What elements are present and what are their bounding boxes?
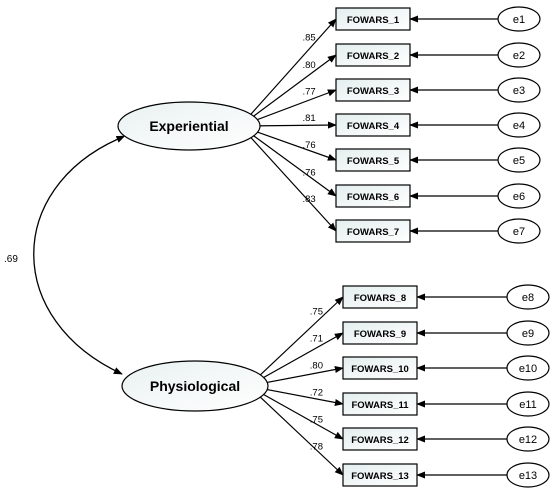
error-term-10-label: e10 (519, 363, 537, 375)
indicator-label-9: FOWARS_9 (354, 329, 406, 340)
error-term-2-label: e2 (513, 50, 525, 62)
loading-arrow-4 (247, 121, 337, 129)
loading-arrow-9 (255, 332, 344, 383)
indicator-label-5: FOWARS_5 (347, 156, 400, 167)
error-term-8-ellipse (506, 284, 550, 310)
loading-label-4: .81 (303, 113, 316, 124)
indicator-box-4 (335, 113, 411, 137)
loading-arrow-7 (247, 133, 337, 232)
covariance-label: .69 (4, 254, 18, 265)
indicator-box-10 (342, 356, 418, 380)
indicator-box-8 (342, 285, 418, 309)
loading-arrow-5 (247, 128, 337, 161)
loading-arrow-12 (255, 389, 344, 440)
error-term-6-label: e6 (513, 191, 525, 203)
latent-experiential-ellipse (117, 101, 261, 151)
indicator-box-13 (342, 463, 418, 487)
indicator-box-7 (335, 219, 411, 243)
loading-label-7: .83 (303, 194, 316, 205)
loading-arrow-8 (255, 296, 344, 380)
loading-label-12: .75 (310, 414, 323, 425)
error-term-7-ellipse (497, 218, 541, 244)
error-term-12-ellipse (506, 426, 550, 452)
error-term-11-ellipse (506, 391, 550, 417)
indicator-label-3: FOWARS_3 (347, 86, 399, 97)
loading-arrow-6 (247, 131, 337, 197)
error-term-4-label: e4 (513, 120, 525, 132)
error-term-11-label: e11 (519, 399, 537, 411)
error-term-1-ellipse (497, 6, 541, 32)
loading-label-5: .76 (303, 140, 316, 151)
indicator-box-11 (342, 392, 418, 416)
indicator-box-9 (342, 321, 418, 345)
latent-experiential-label: Experiential (149, 118, 228, 134)
error-term-3-label: e3 (513, 85, 525, 97)
indicator-label-11: FOWARS_11 (351, 400, 409, 411)
loading-label-13: .78 (310, 442, 323, 453)
indicator-box-1 (335, 7, 411, 31)
indicator-label-13: FOWARS_13 (351, 471, 409, 482)
indicator-label-6: FOWARS_6 (347, 192, 399, 203)
loading-label-9: .71 (310, 334, 323, 345)
loading-label-8: .75 (310, 306, 323, 317)
error-term-5-label: e5 (513, 155, 525, 167)
error-term-3-ellipse (497, 77, 541, 103)
error-term-7-label: e7 (513, 226, 525, 238)
loading-label-3: .77 (303, 87, 316, 98)
loading-label-2: .80 (303, 60, 316, 71)
error-term-4-ellipse (497, 112, 541, 138)
loading-label-11: .72 (310, 388, 323, 399)
error-term-12-label: e12 (519, 434, 537, 446)
error-term-8-label: e8 (522, 292, 534, 304)
error-term-9-label: e9 (522, 328, 534, 340)
error-term-10-ellipse (506, 355, 550, 381)
indicator-label-1: FOWARS_1 (347, 15, 400, 26)
indicator-box-2 (335, 43, 411, 67)
loading-arrow-13 (255, 392, 344, 476)
error-term-13-ellipse (506, 462, 550, 488)
indicator-box-3 (335, 78, 411, 102)
error-term-5-ellipse (497, 147, 541, 173)
error-term-6-ellipse (497, 183, 541, 209)
loading-arrow-3 (247, 89, 337, 124)
loading-label-10: .80 (310, 360, 323, 371)
latent-physiological-label: Physiological (150, 378, 240, 394)
loading-arrow-10 (255, 365, 344, 386)
indicator-box-6 (335, 184, 411, 208)
loading-label-1: .85 (303, 33, 316, 44)
loading-arrow-11 (255, 386, 344, 407)
indicator-label-12: FOWARS_12 (351, 435, 409, 446)
error-term-9-ellipse (506, 320, 550, 346)
indicator-box-5 (335, 148, 411, 172)
indicator-label-8: FOWARS_8 (354, 293, 406, 304)
error-term-2-ellipse (497, 42, 541, 68)
loading-label-6: .76 (303, 167, 316, 178)
loading-arrow-1 (247, 18, 337, 118)
error-term-13-label: e13 (519, 470, 537, 482)
indicator-label-7: FOWARS_7 (347, 227, 399, 238)
indicator-label-4: FOWARS_4 (347, 121, 400, 132)
error-term-1-label: e1 (513, 14, 525, 26)
indicator-label-2: FOWARS_2 (347, 51, 399, 62)
loading-arrow-2 (247, 54, 337, 121)
indicator-box-12 (342, 427, 418, 451)
indicator-label-10: FOWARS_10 (351, 364, 409, 375)
latent-physiological-ellipse (121, 360, 269, 412)
covariance-arrow (33, 135, 126, 375)
